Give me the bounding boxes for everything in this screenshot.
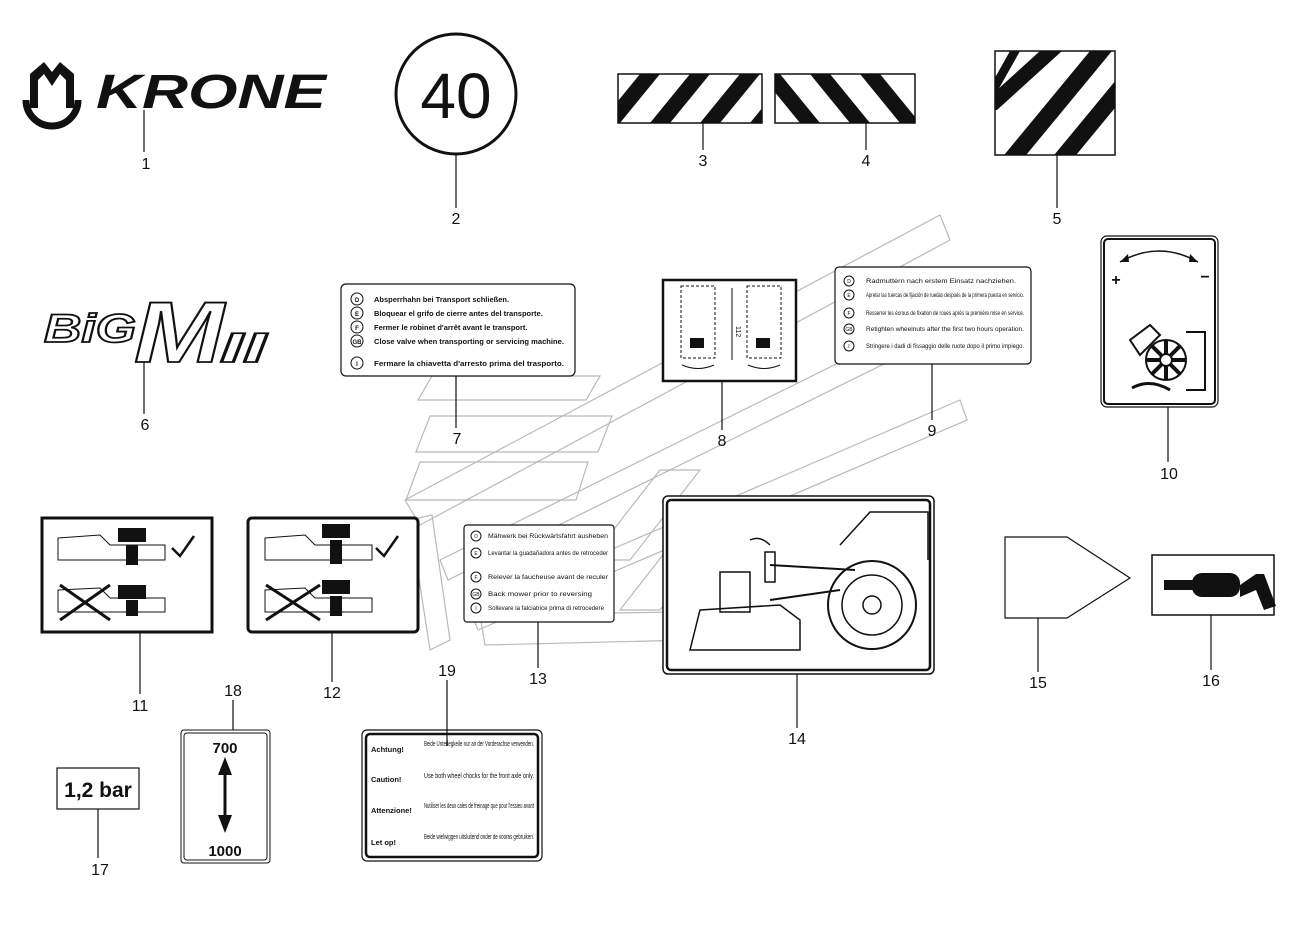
callout-5: 5 xyxy=(1053,211,1062,228)
plus-symbol: + xyxy=(1111,272,1120,289)
warning-label: Achtung! xyxy=(371,745,404,754)
speed-value: 40 xyxy=(420,60,491,132)
callout-6: 6 xyxy=(141,417,150,434)
callout-3: 3 xyxy=(699,153,708,170)
decal-19-line: Use both wheel chocks for the front axle… xyxy=(424,771,534,780)
pressure-value: 1,2 bar xyxy=(64,779,132,802)
decal-tractor xyxy=(662,495,935,675)
lift-bottom-value: 1000 xyxy=(208,843,241,860)
lang-code: I xyxy=(475,606,476,612)
blade-dimension-value: 112 xyxy=(734,326,741,337)
decal-13-line: Relever la faucheuse avant de reculer xyxy=(488,574,608,581)
decal-7-line: Close valve when transporting or servici… xyxy=(374,337,564,346)
lang-code: D xyxy=(847,279,851,285)
decal-7-line: Fermer le robinet d'arrêt avant le trans… xyxy=(374,323,528,332)
pressure-label: 1,2 bar xyxy=(56,767,140,810)
decal-reversing: D Mähwerk bei Rückwärtsfahrt ausheben E … xyxy=(463,524,615,623)
warning-label: Let op! xyxy=(371,838,396,847)
krone-wordmark: KRONE xyxy=(96,66,329,119)
decal-7-line: Fermare la chiavetta d'arresto prima del… xyxy=(374,359,564,368)
lang-code: GB xyxy=(353,340,363,346)
decal-19-line: Nutiliser les deux cales de freinage que… xyxy=(424,801,535,810)
big-wordmark: BiG xyxy=(44,307,136,351)
callout-8: 8 xyxy=(718,433,727,450)
lang-code: F xyxy=(847,311,850,317)
warning-label: Caution! xyxy=(371,775,401,784)
callout-7: 7 xyxy=(453,431,462,448)
lang-code: I xyxy=(356,362,358,368)
decal-wheel-chocks: Achtung! Beide Unterlegkeile nur an der … xyxy=(361,729,543,862)
decal-13-line: Mähwerk bei Rückwärtsfahrt ausheben xyxy=(488,533,609,540)
callout-2: 2 xyxy=(452,211,461,228)
ii-wordmark: II xyxy=(220,324,269,371)
decal-9-line: Stringere i dadi di fissaggio delle ruot… xyxy=(866,344,1024,350)
callout-19: 19 xyxy=(438,663,456,680)
m-wordmark: M xyxy=(134,285,227,381)
arrow-plate xyxy=(1004,536,1132,619)
warning-panel-square xyxy=(994,50,1116,156)
decal-13-line: Levantar la guadañadora antes de retroce… xyxy=(488,550,608,557)
callout-18: 18 xyxy=(224,683,242,700)
callout-12: 12 xyxy=(323,685,341,702)
decal-wheel-nuts: D Radmuttern nach erstem Einsatz nachzie… xyxy=(834,266,1032,365)
decal-13-line: Back mower prior to reversing xyxy=(488,591,593,598)
callout-13: 13 xyxy=(529,671,547,688)
decal-19-line: Beide Unterlegkeile nur an der Vorderach… xyxy=(424,739,534,748)
decal-close-valve: D Absperrhahn bei Transport schließen. E… xyxy=(340,283,576,377)
krone-logo: KRONE xyxy=(22,62,329,130)
callout-4: 4 xyxy=(862,153,871,170)
callout-15: 15 xyxy=(1029,675,1047,692)
callout-9: 9 xyxy=(928,423,937,440)
decal-blade-dimension: 112 xyxy=(661,278,798,383)
decal-nut-check-a xyxy=(40,516,214,634)
decal-adjustment: + − xyxy=(1100,235,1219,408)
callout-14: 14 xyxy=(788,731,806,748)
callout-17: 17 xyxy=(91,862,109,879)
decal-19-line: Beide wielwiggen uitsluitend onder de vo… xyxy=(424,832,534,841)
decal-lift-height: 700 1000 xyxy=(180,729,271,864)
lang-code: I xyxy=(848,344,849,350)
minus-symbol: − xyxy=(1200,269,1209,286)
warning-panel-left xyxy=(617,73,763,124)
callout-10: 10 xyxy=(1160,466,1178,483)
lang-code: E xyxy=(355,312,359,318)
lift-top-value: 700 xyxy=(212,740,237,757)
lang-code: D xyxy=(355,298,360,304)
callout-numbers: 1 2 3 4 5 6 7 8 9 10 11 12 13 14 15 16 1… xyxy=(91,153,1220,879)
lang-code: E xyxy=(847,293,851,299)
decal-9-line: Radmuttern nach erstem Einsatz nachziehe… xyxy=(866,279,1016,285)
decal-9-line: Apretar las tuercas de fijación de rueda… xyxy=(866,293,1024,299)
lang-code: F xyxy=(355,326,359,332)
lang-code: D xyxy=(474,534,478,540)
lang-code: E xyxy=(474,551,478,557)
speed-limit-sign: 40 xyxy=(394,32,518,156)
big-m-logo: BiG M II xyxy=(43,284,269,382)
warning-label: Attenzione! xyxy=(371,806,412,815)
lang-code: F xyxy=(474,575,477,581)
lang-code: GB xyxy=(472,592,480,598)
decal-nut-check-b xyxy=(246,516,420,634)
lang-code: GB xyxy=(845,327,853,333)
decal-7-line: Bloquear el grifo de cierre antes del tr… xyxy=(374,309,543,318)
warning-panel-right xyxy=(774,73,916,124)
decal-9-line: Retighten wheelnuts after the first two … xyxy=(866,327,1024,333)
leader-lines xyxy=(97,110,1212,858)
decal-lubrication xyxy=(1151,554,1276,616)
decal-9-line: Resserrer les écrous de fixation de roue… xyxy=(866,311,1024,317)
callout-16: 16 xyxy=(1202,673,1220,690)
decal-13-line: Sollevare la falciatrice prima di retroc… xyxy=(488,605,604,612)
decal-7-line: Absperrhahn bei Transport schließen. xyxy=(374,295,509,304)
callout-11: 11 xyxy=(132,698,149,715)
callout-1: 1 xyxy=(142,156,151,173)
